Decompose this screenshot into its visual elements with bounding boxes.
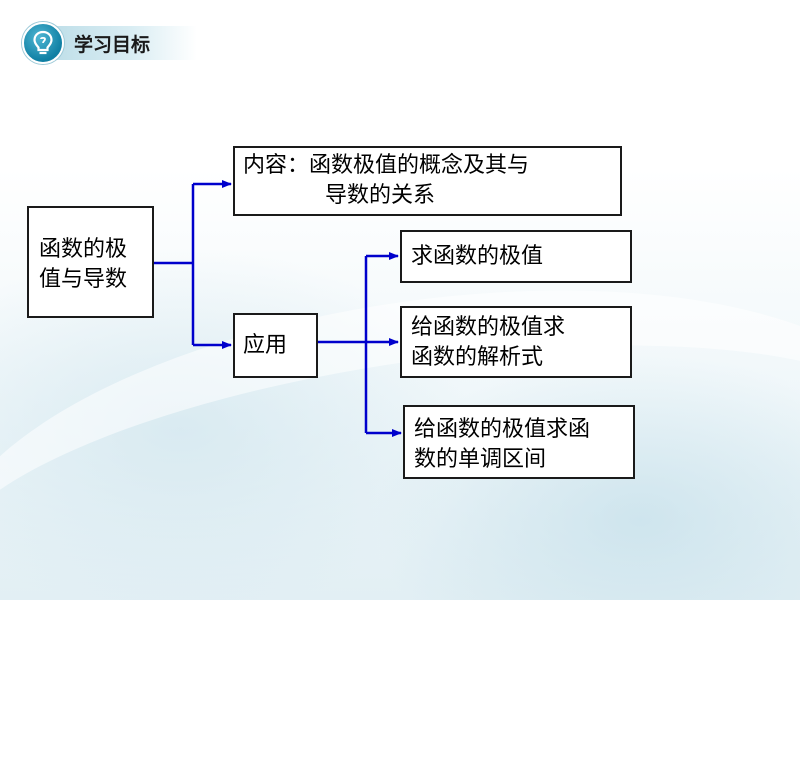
leaf-node-monotonic-interval: 给函数的极值求函 数的单调区间 [403,405,635,479]
lightbulb-icon [22,22,64,64]
root-node-line-1: 函数的极 [39,237,128,262]
leaf-node-line: 求函数的极值 [411,244,544,269]
leaf-node-extremum: 求函数的极值 [400,230,632,283]
root-node: 函数的极 值与导数 [27,206,154,318]
root-node-line-2: 值与导数 [39,267,128,292]
leaf-node-line: 数的单调区间 [414,447,547,472]
diagram-connectors [154,180,402,437]
leaf-node-line: 函数的解析式 [411,345,544,370]
application-node: 应用 [233,313,318,378]
content-node: 内容：函数极值的概念及其与 导数的关系 [233,146,622,216]
content-node-line-1: 内容：函数极值的概念及其与 [243,153,530,178]
application-node-label: 应用 [243,333,288,358]
leaf-node-expression: 给函数的极值求 函数的解析式 [400,306,632,378]
page-title: 学习目标 [74,34,151,56]
leaf-node-line: 给函数的极值求 [411,315,566,340]
leaf-node-line: 给函数的极值求函 [414,417,591,442]
content-node-line-2: 导数的关系 [325,183,436,208]
slide-header: 学习目标 [22,22,197,64]
